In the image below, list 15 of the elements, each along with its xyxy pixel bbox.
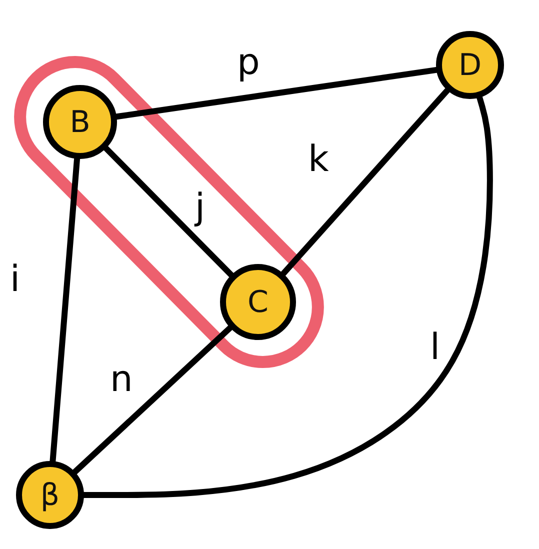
- edge-label: n: [109, 362, 134, 398]
- edge-line: [280, 87, 450, 277]
- edge-label: i: [9, 262, 22, 298]
- edge-label: k: [307, 142, 330, 178]
- edge-label: p: [236, 45, 261, 81]
- node-label: β: [40, 478, 60, 512]
- node-label: C: [248, 284, 268, 320]
- graph-node: [43, 85, 117, 159]
- edge-label: l: [429, 330, 442, 366]
- node-label: D: [458, 48, 482, 82]
- edge-label: j: [193, 190, 206, 226]
- node-label: B: [70, 104, 90, 140]
- edge-line: [103, 145, 234, 278]
- graph-node: [220, 264, 296, 340]
- edge-line: [72, 324, 234, 475]
